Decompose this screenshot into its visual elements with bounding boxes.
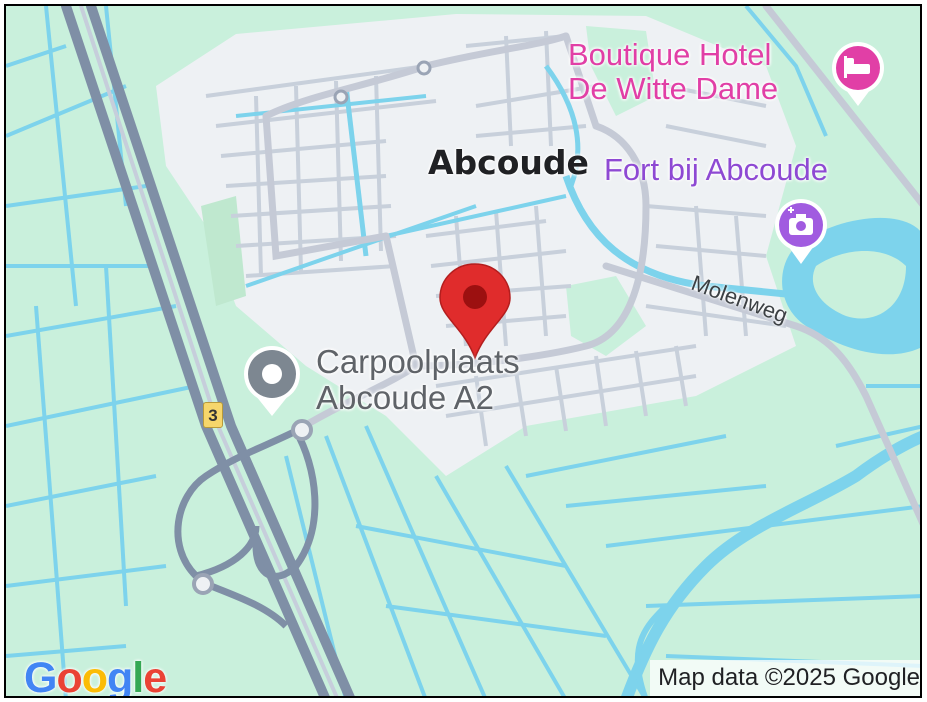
logo-letter: o <box>81 654 108 698</box>
fort-label[interactable]: Fort bij Abcoude <box>604 152 829 187</box>
camera-icon <box>788 207 813 235</box>
hotel-marker[interactable] <box>832 42 884 106</box>
bed-icon <box>844 56 870 78</box>
pin-dot-icon <box>463 285 487 309</box>
carpool-marker[interactable] <box>244 346 300 416</box>
fort-marker[interactable] <box>775 199 827 264</box>
roundabout <box>291 419 313 441</box>
park-area <box>201 196 246 306</box>
roundabout <box>192 573 214 595</box>
logo-letter: e <box>143 654 167 698</box>
location-pin[interactable] <box>439 263 511 361</box>
google-logo: Google <box>24 654 167 698</box>
carpool-label[interactable]: Carpoolplaats Abcoude A2 <box>316 344 520 416</box>
logo-letter: G <box>24 654 57 698</box>
hotel-name-line1: Boutique Hotel <box>568 37 772 72</box>
park-area <box>566 276 646 356</box>
town-canal <box>543 64 581 187</box>
town-canal <box>343 85 369 257</box>
fort-island <box>812 251 906 319</box>
logo-letter: o <box>56 654 82 698</box>
map-canvas[interactable] <box>6 6 922 698</box>
hotel-label[interactable]: Boutique Hotel De Witte Dame <box>568 38 778 106</box>
carpool-name-line2: Abcoude A2 <box>316 379 494 416</box>
town-canal <box>562 174 807 300</box>
logo-letter: g <box>107 654 133 698</box>
location-dot-icon <box>262 364 282 384</box>
canals <box>6 6 920 696</box>
park-area <box>586 26 656 116</box>
hotel-name-line2: De Witte Dame <box>568 71 779 106</box>
map-view[interactable]: Boutique Hotel De Witte Dame Abcoude For… <box>4 4 922 698</box>
carpool-name-line1: Carpoolplaats <box>316 343 520 380</box>
river-branch <box>634 603 669 696</box>
roundabout <box>416 60 432 76</box>
logo-letter: l <box>132 654 144 698</box>
town-label: Abcoude <box>428 143 589 182</box>
roundabout <box>333 89 349 105</box>
highway-shield: 3 <box>203 402 223 428</box>
interchange <box>174 427 319 629</box>
map-attribution[interactable]: Map data ©2025 Google <box>650 660 920 696</box>
